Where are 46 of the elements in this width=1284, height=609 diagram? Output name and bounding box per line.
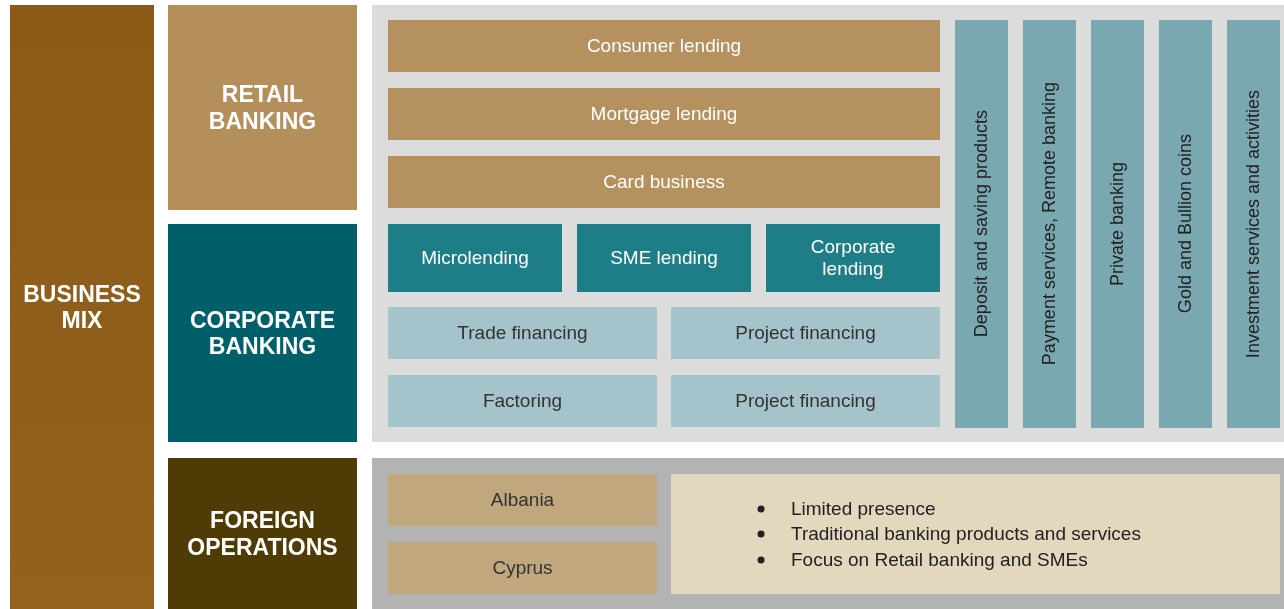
product-box [388,20,940,72]
box-label: Private banking [1107,161,1128,287]
box-label: Card business [603,171,725,193]
bullet-text: Focus on Retail banking and SMEs [791,548,1088,570]
segment-header [168,5,357,210]
box-label: Trade financing [457,322,588,344]
box-label: BUSINESS MIX [22,280,142,334]
product-box [388,542,657,594]
product-column [1227,20,1280,428]
product-box [671,375,940,427]
segment-header [10,5,154,609]
box-label: Payment services, Remote banking [1039,82,1060,366]
box-label: Project financing [735,322,876,344]
product-column [1023,20,1076,428]
product-box [388,307,657,359]
product-box [388,224,562,292]
box-label: Deposit and saving products [971,110,992,338]
product-box [671,307,940,359]
product-column [1159,20,1212,428]
bullet-text: Traditional banking products and services [791,523,1141,545]
bullet-text: Limited presence [791,497,936,519]
box-label: SME lending [610,247,718,269]
product-box [388,156,940,208]
box-label: Albania [490,489,555,511]
product-box [766,224,940,292]
box-label: Consumer lending [586,35,742,57]
box-label: FOREIGN OPERATIONS [186,507,339,560]
product-box [577,224,751,292]
box-label: Cyprus [492,557,553,579]
box-label: Gold and Bullion coins [1175,134,1196,314]
box-label: Microlending [421,247,529,269]
box-label: Mortgage lending [590,103,738,125]
box-label: Project financing [735,390,876,412]
box-label: RETAIL BANKING [207,81,318,134]
segment-header [168,224,357,442]
box-label: Factoring [482,390,563,412]
box-label: CORPORATE BANKING [188,306,337,360]
product-box [388,88,940,140]
product-column [1091,20,1144,428]
notes-box [671,474,1280,594]
product-column [955,20,1008,428]
box-label: Corporate lending [809,236,897,280]
segment-header [168,458,357,609]
product-box [388,474,657,526]
product-box [388,375,657,427]
box-label: Investment services and activities [1243,89,1264,359]
